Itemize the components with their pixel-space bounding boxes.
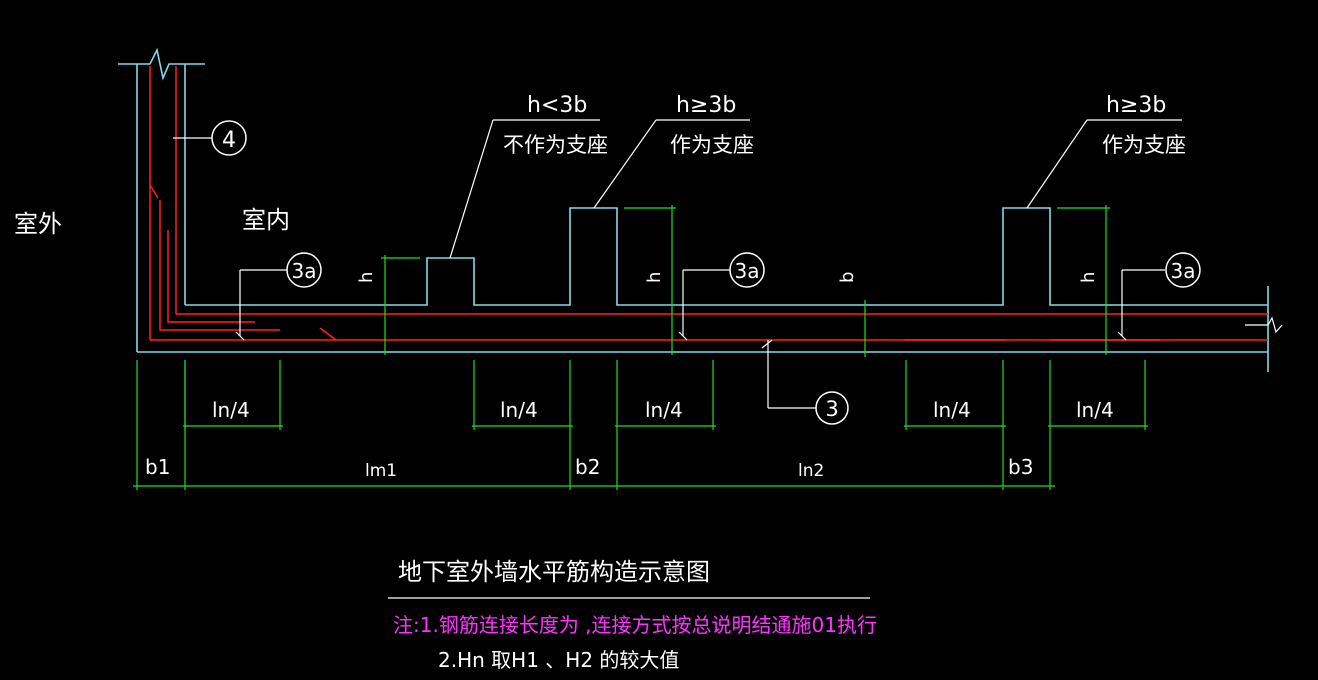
dim-ln2: ln2 [798, 461, 824, 481]
h-ge-3b-label-2: h≥3b [1106, 93, 1166, 118]
bubble-4: 4 [211, 120, 247, 156]
rebars [149, 66, 1268, 341]
bubble-3a-2-label: 3a [735, 259, 760, 283]
bubble-3a-3: 3a [1165, 252, 1201, 288]
dim-ln4-4: ln/4 [933, 398, 971, 422]
bubble-4-label: 4 [222, 128, 236, 153]
note-2: 2.Hn 取H1 、H2 的较大值 [438, 648, 679, 672]
b-label: b [837, 272, 858, 283]
bubble-3: 3 [815, 391, 849, 425]
dim-ln4-2: ln/4 [500, 398, 538, 422]
dim-b3: b3 [1008, 455, 1033, 479]
dim-ln4-3: ln/4 [645, 398, 683, 422]
as-support-label-1: 作为支座 [670, 133, 754, 157]
h-label-2: h [644, 272, 665, 283]
bubble-3-label: 3 [825, 397, 838, 421]
break-marker [1245, 316, 1283, 334]
outdoor-label: 室外 [14, 210, 62, 238]
h-label-1: h [356, 272, 377, 283]
indoor-label: 室内 [242, 206, 290, 234]
dimension-lines [133, 205, 1148, 490]
h-label-3: h [1078, 272, 1099, 283]
wall-outline [118, 47, 1269, 372]
dim-lm1: lm1 [365, 461, 397, 481]
note-1: 注:1.钢筋连接长度为 ,连接方式按总说明结通施01执行 [393, 613, 877, 637]
drawing-title: 地下室外墙水平筋构造示意图 [398, 558, 710, 586]
bubble-3a-1: 3a [286, 252, 322, 288]
bubble-3a-1-label: 3a [292, 259, 317, 283]
dim-b1: b1 [145, 455, 170, 479]
dim-ln4-1: ln/4 [212, 398, 250, 422]
h-ge-3b-label-1: h≥3b [676, 93, 736, 118]
as-support-label-2: 作为支座 [1102, 133, 1186, 157]
leader-lines [173, 119, 1182, 599]
not-support-label: 不作为支座 [503, 133, 608, 157]
dim-ln4-5: ln/4 [1076, 398, 1114, 422]
h-lt-3b-label: h<3b [527, 93, 587, 118]
bubble-3a-2: 3a [729, 252, 765, 288]
bubble-3a-3-label: 3a [1171, 259, 1196, 283]
dim-b2: b2 [575, 455, 600, 479]
